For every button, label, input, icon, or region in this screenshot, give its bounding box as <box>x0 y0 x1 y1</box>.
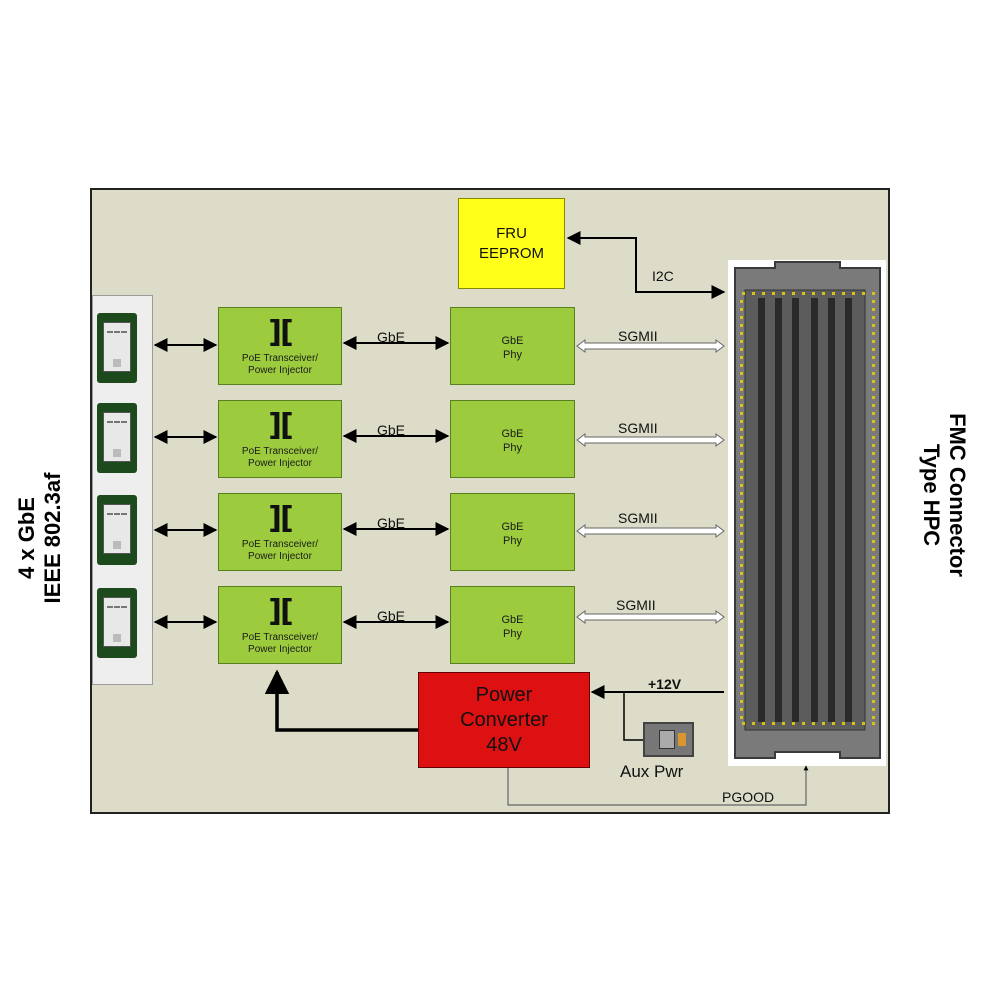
gbe-link-label: GbE <box>377 608 406 624</box>
transformer-icon: ][ <box>268 315 293 350</box>
aux-pwr-label: Aux Pwr <box>620 762 684 781</box>
sgmii-label: SGMII <box>616 597 656 613</box>
poe-label-line2: Power Injector <box>248 458 312 469</box>
phy-label-line2: Phy <box>503 628 522 640</box>
power-line3: 48V <box>486 733 522 756</box>
gbe-link-label: GbE <box>377 329 406 345</box>
fru-line1: FRU <box>496 224 527 242</box>
fmc-connector <box>728 260 886 766</box>
poe-transceiver-block: ][ PoE Transceiver/Power Injector <box>218 400 342 478</box>
phy-label-line2: Phy <box>503 349 522 361</box>
gbe-link-label: GbE <box>377 422 406 438</box>
fru-eeprom-block: FRU EEPROM <box>458 198 565 289</box>
phy-label-line2: Phy <box>503 442 522 454</box>
aux-power-connector-icon <box>643 722 694 757</box>
transformer-icon: ][ <box>268 501 293 536</box>
pgood-label: PGOOD <box>722 789 775 805</box>
sgmii-label: SGMII <box>618 510 658 526</box>
poe-label-line2: Power Injector <box>248 644 312 655</box>
phy-label-line2: Phy <box>503 535 522 547</box>
plus12v-label: +12V <box>648 676 682 692</box>
rj45-jack-icon <box>97 313 137 383</box>
power-line1: Power <box>475 683 533 706</box>
transformer-icon: ][ <box>268 594 293 629</box>
poe-label-line1: PoE Transceiver/ <box>241 539 319 550</box>
i2c-line <box>566 231 726 299</box>
gbe-phy-block: GbE Phy <box>450 307 575 385</box>
poe-transceiver-block: ][ PoE Transceiver/Power Injector <box>218 307 342 385</box>
poe-label-line2: Power Injector <box>248 551 312 562</box>
rj45-jack-icon <box>97 588 137 658</box>
gbe-phy-block: GbE Phy <box>450 493 575 571</box>
poe-transceiver-block: ][ PoE Transceiver/Power Injector <box>218 586 342 664</box>
poe-label-line2: Power Injector <box>248 365 312 376</box>
gbe-phy-block: GbE Phy <box>450 400 575 478</box>
power-line2: Converter <box>460 708 548 731</box>
fru-line2: EEPROM <box>478 244 544 262</box>
poe-label-line1: PoE Transceiver/ <box>241 632 319 643</box>
gbe-link-label: GbE <box>377 515 406 531</box>
rj45-jack-icon <box>97 403 137 473</box>
power-converter-block: Power Converter 48V <box>418 672 590 768</box>
poe-label-line1: PoE Transceiver/ <box>241 353 319 364</box>
phy-label-line1: GbE <box>501 614 524 626</box>
i2c-label: I2C <box>652 268 674 284</box>
poe-label-line1: PoE Transceiver/ <box>241 446 319 457</box>
transformer-icon: ][ <box>268 408 293 443</box>
gbe-phy-block: GbE Phy <box>450 586 575 664</box>
phy-label-line1: GbE <box>501 428 524 440</box>
phy-label-line1: GbE <box>501 335 524 347</box>
poe-transceiver-block: ][ PoE Transceiver/Power Injector <box>218 493 342 571</box>
sgmii-label: SGMII <box>618 420 658 436</box>
sgmii-label: SGMII <box>618 328 658 344</box>
rj45-jack-icon <box>97 495 137 565</box>
phy-label-line1: GbE <box>501 521 524 533</box>
